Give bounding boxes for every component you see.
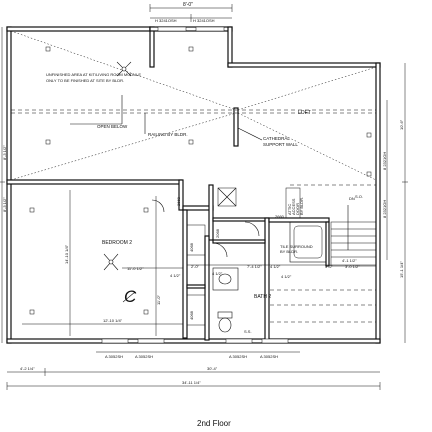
dim-right-lower-inner: 8 2321OH — [382, 200, 387, 218]
dim-bottom-total: 34'-11 1/4" — [182, 380, 201, 385]
hall-dimensions: 2'-0" 4 1/2" 7'-4 1/2" 4 1/2" 3'-2" 3'-0… — [170, 258, 376, 334]
label-tile-2: BY BLDR. — [280, 249, 298, 254]
tub-icon — [289, 221, 327, 263]
label-attic-1: ATTIC — [287, 204, 292, 215]
label-loft: LOFT — [298, 110, 311, 116]
stairs: DN S.O. — [330, 194, 377, 267]
dim-3-2: 3'-2" — [325, 264, 334, 269]
dim-2-0: 2'-0" — [191, 264, 200, 269]
dim-closet-1: 2660 — [176, 196, 181, 206]
dim-left-lower: 8'-3 1/2" — [2, 197, 7, 212]
dim-bottom-left: 4'-2 1/4" — [20, 366, 35, 371]
window-label-bottom-1: A 3052SH — [105, 354, 123, 359]
label-bedroom: BEDROOM 2 — [102, 240, 132, 246]
attic-access: ATTIC ACCESS DOOR BY BLDR. — [285, 187, 304, 219]
closet-c-symbol: C — [124, 287, 137, 306]
dim-7-4: 7'-4 1/2" — [247, 264, 262, 269]
label-dn: DN — [349, 196, 355, 201]
bath-2: BATH 2 TILE SURROUND BY BLDR. — [212, 221, 327, 333]
window-label-bottom-2: A 3052SH — [135, 354, 153, 359]
note-unfinished-line1: UNFINISHED AREA AT KIT/LIVING ROOM MODUL… — [46, 72, 141, 77]
note-unfinished-line2: ONLY TO BE FINISHED AT SITE BY BLDR. — [46, 78, 124, 83]
label-attic-3: DOOR — [295, 203, 300, 215]
sink-icon — [212, 267, 239, 291]
left-dimensions: 8'-3 1/2" 8'-3 1/2" — [0, 27, 7, 343]
bedroom-fan-icon — [103, 253, 119, 271]
window-label-top-left: H 3241OSH — [155, 18, 177, 23]
dim-4-1: 4'-1 1/2" — [342, 258, 357, 263]
closet-c-stroke — [122, 291, 136, 303]
window-label-bottom-4: A 3052SH — [260, 354, 278, 359]
right-dimensions: 10'-6" 8 2321OH 8 2321OH 15'-1 1/4" — [382, 63, 408, 343]
dim-bedroom-height: 14'-10 1/4" — [64, 244, 69, 264]
top-dimension: 8'-0" — [149, 2, 233, 12]
plan-title: 2nd Floor — [197, 419, 231, 428]
dim-bottom-mid: 30'-4" — [207, 366, 218, 371]
top-window-dims: H 3241OSH H 3241OSH — [150, 14, 232, 23]
label-open-below: OPEN BELOW — [97, 124, 128, 129]
dim-bedroom-depth: 11'-0" — [156, 295, 161, 305]
closet-doors: 2660 4068 4068 2068 2660 — [151, 187, 285, 326]
dim-left-upper: 8'-3 1/2" — [2, 145, 7, 160]
toilet-icon — [217, 311, 233, 333]
dim-right-lower: 15'-1 1/4" — [399, 261, 404, 278]
bottom-dimensions: 4'-2 1/4" 30'-4" 34'-11 1/4" — [6, 366, 381, 390]
dim-ss: S.S. — [244, 329, 252, 334]
dim-bath-v: 11'-0 1/2" — [127, 266, 144, 271]
dim-door-3: 2068 — [215, 228, 220, 238]
dim-right-upper: 10'-6" — [399, 119, 404, 130]
label-attic-4: BY BLDR. — [299, 197, 304, 215]
window-label-bottom-3: A 3052SH — [229, 354, 247, 359]
dim-door-2: 4068 — [189, 310, 194, 320]
window-label-top-right: H 3241OSH — [193, 18, 215, 23]
dim-4-half-3: 4 1/2" — [281, 274, 292, 279]
label-tile-1: TILE SURROUND — [280, 244, 313, 249]
dim-bedroom-width: 12'-10 1/4" — [103, 318, 123, 323]
label-bath: BATH 2 — [254, 294, 271, 300]
ceiling-fan-icon — [116, 61, 132, 77]
dim-3-0: 3'-0 1/2" — [345, 264, 360, 269]
dim-top: 8'-0" — [183, 2, 193, 8]
open-below-marker: OPEN BELOW — [70, 95, 128, 129]
dim-right-upper-inner: 8 2321OH — [382, 152, 387, 170]
label-attic-2: ACCESS — [291, 198, 296, 215]
bottom-windows: A 3052SH A 3052SH A 3052SH A 3052SH — [96, 338, 300, 359]
exterior-walls — [6, 26, 381, 344]
label-cathedral-2: SUPPORT WALL — [263, 142, 298, 147]
cathedral-leader — [237, 127, 263, 141]
label-so: S.O. — [355, 194, 363, 199]
label-cathedral-1: CATHEDRAL — [263, 136, 290, 141]
bedroom-2: BEDROOM 2 C 14'-10 1/4" 12'-10 1/4" 11'-… — [22, 190, 183, 336]
dim-closet-2: 2660 — [275, 214, 285, 219]
dim-4-half-4: 4 1/2" — [212, 271, 223, 276]
label-railing: RAILING BY BLDR. — [148, 132, 188, 137]
dim-door-1: 4068 — [189, 242, 194, 252]
dim-4-half: 4 1/2" — [170, 273, 181, 278]
dim-4-half-2: 4 1/2" — [270, 264, 281, 269]
